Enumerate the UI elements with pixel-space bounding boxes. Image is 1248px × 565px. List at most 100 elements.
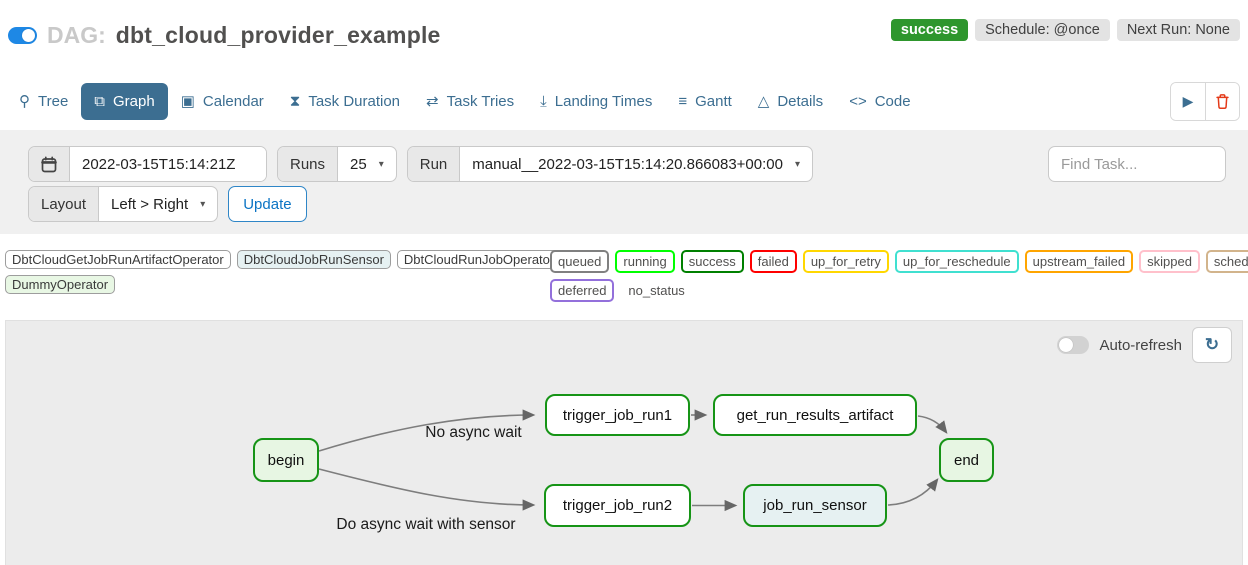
tab-label: Code [874, 92, 911, 110]
trash-icon [1216, 93, 1229, 109]
retry-arrows-icon: ⇄ [426, 92, 439, 110]
update-button[interactable]: Update [228, 186, 307, 222]
runs-label: Runs [278, 147, 339, 181]
tab-label: Gantt [695, 92, 732, 110]
task-label: trigger_job_run1 [562, 406, 673, 424]
tree-icon: ⚲ [19, 92, 30, 110]
tab-label: Task Duration [308, 92, 401, 110]
tab-task-tries[interactable]: ⇄ Task Tries [413, 83, 527, 120]
tab-label: Landing Times [554, 92, 653, 110]
run-selected-value: manual__2022-03-15T15:14:20.866083+00:00 [472, 155, 783, 173]
base-date-group [28, 146, 267, 182]
tab-gantt[interactable]: ≡ Gantt [665, 83, 744, 120]
status-badge[interactable]: failed [749, 250, 797, 273]
hourglass-icon: ⧗ [289, 92, 301, 110]
status-badge[interactable]: queued [550, 250, 610, 273]
play-icon: ▶ [1182, 92, 1194, 109]
tab-task-duration[interactable]: ⧗ Task Duration [277, 83, 413, 120]
base-date-input[interactable] [70, 147, 266, 181]
node-end[interactable]: end [939, 438, 994, 482]
task-label: job_run_sensor [763, 497, 867, 514]
toggle-knob [22, 29, 35, 42]
edge-label: Do async wait with sensor [336, 516, 516, 533]
dag-header: DAG: dbt_cloud_provider_example success … [0, 0, 1248, 62]
operator-badge: DbtCloudRunJobOperator [396, 250, 562, 269]
node-trigger-job-run2[interactable]: trigger_job_run2 [544, 484, 691, 527]
tab-calendar[interactable]: ▣ Calendar [168, 83, 277, 120]
status-badge[interactable]: success [680, 250, 744, 273]
plane-landing-icon: ⤓ [540, 92, 547, 110]
chevron-down-icon: ▾ [200, 198, 206, 210]
dag-prefix-label: DAG: [47, 22, 106, 48]
task-label: begin [267, 451, 305, 469]
node-job-run-sensor[interactable]: job_run_sensor [743, 484, 887, 527]
status-badge[interactable]: running [615, 250, 675, 273]
tab-graph[interactable]: ⧉ Graph [81, 82, 168, 120]
gantt-bars-icon: ≡ [678, 92, 688, 110]
calendar-icon [41, 156, 57, 172]
layout-group: Layout Left > Right ▾ [28, 186, 219, 222]
dag-pause-toggle[interactable] [8, 27, 37, 44]
runs-selected-value: 25 [350, 155, 367, 173]
operator-badge: DbtCloudJobRunSensor [236, 250, 391, 269]
dag-status-badge: success [890, 19, 969, 41]
layout-label: Layout [29, 187, 100, 221]
legend: DbtCloudGetJobRunArtifactOperator DbtClou… [0, 234, 1248, 318]
edge-artifact-end [917, 415, 948, 434]
tab-label: Tree [38, 92, 69, 110]
tab-label: Task Tries [446, 92, 515, 110]
layout-select[interactable]: Left > Right ▾ [99, 187, 217, 221]
triangle-icon: △ [757, 92, 770, 110]
dag-actions-group: ▶ [1170, 81, 1240, 121]
edge-begin-trigger1 [318, 409, 536, 452]
view-tabs: ⚲ Tree ⧉ Graph ▣ Calendar ⧗ Task Duratio… [6, 82, 1170, 120]
view-tabbar: ⚲ Tree ⧉ Graph ▣ Calendar ⧗ Task Duratio… [0, 76, 1248, 126]
toggle-knob [1059, 338, 1074, 352]
dag-edges [318, 409, 948, 512]
node-trigger-job-run1[interactable]: trigger_job_run1 [545, 394, 690, 436]
chevron-down-icon: ▾ [794, 158, 800, 170]
auto-refresh-toggle[interactable] [1057, 336, 1090, 354]
delete-dag-button[interactable] [1205, 82, 1239, 120]
task-label: get_run_results_artifact [736, 406, 894, 424]
calendar-picker-button[interactable] [29, 147, 70, 181]
tab-code[interactable]: <> Code [836, 83, 923, 120]
chevron-down-icon: ▾ [378, 158, 384, 170]
edge-sensor-end [887, 478, 939, 506]
num-runs-group: Runs 25 ▾ [277, 146, 397, 182]
tab-tree[interactable]: ⚲ Tree [6, 83, 81, 120]
run-group: Run manual__2022-03-15T15:14:20.866083+0… [406, 146, 813, 182]
dag-graph-panel: Auto-refresh ↻ begin trigger_job_ru [5, 320, 1243, 565]
status-badge[interactable]: up_for_retry [802, 250, 889, 273]
run-label: Run [407, 147, 461, 181]
edge-begin-trigger2 [318, 468, 536, 511]
status-badge[interactable]: upstream_failed [1024, 250, 1134, 273]
schedule-badge: Schedule: @once [975, 19, 1110, 41]
tab-details[interactable]: △ Details [745, 83, 836, 120]
status-badge[interactable]: no_status [620, 279, 693, 302]
refresh-icon: ↻ [1204, 335, 1220, 354]
graph-icon: ⧉ [94, 92, 106, 110]
dag-title: dbt_cloud_provider_example [115, 22, 441, 48]
layout-selected-value: Left > Right [111, 195, 189, 213]
trigger-dag-button[interactable]: ▶ [1171, 82, 1205, 120]
edge-label: No async wait [425, 424, 522, 441]
node-get-run-results-artifact[interactable]: get_run_results_artifact [713, 394, 917, 436]
refresh-button[interactable]: ↻ [1192, 327, 1232, 363]
runs-select[interactable]: 25 ▾ [338, 147, 396, 181]
status-badge[interactable]: skipped [1139, 250, 1200, 273]
filter-panel: Runs 25 ▾ Run manual__2022-03-15T15:14:2… [0, 130, 1248, 234]
status-badge[interactable]: deferred [550, 279, 615, 302]
tab-landing-times[interactable]: ⤓ Landing Times [527, 83, 665, 120]
operator-badge: DbtCloudGetJobRunArtifactOperator [5, 250, 231, 269]
status-badge[interactable]: up_for_reschedule [894, 250, 1019, 273]
find-task-input[interactable] [1048, 146, 1226, 182]
status-badge[interactable]: scheduled [1205, 250, 1248, 273]
tab-label: Graph [113, 92, 155, 110]
run-select[interactable]: manual__2022-03-15T15:14:20.866083+00:00… [460, 147, 812, 181]
operator-badge: DummyOperator [5, 275, 116, 294]
node-begin[interactable]: begin [253, 438, 319, 482]
auto-refresh-label: Auto-refresh [1099, 336, 1182, 354]
calendar-icon: ▣ [180, 92, 195, 110]
